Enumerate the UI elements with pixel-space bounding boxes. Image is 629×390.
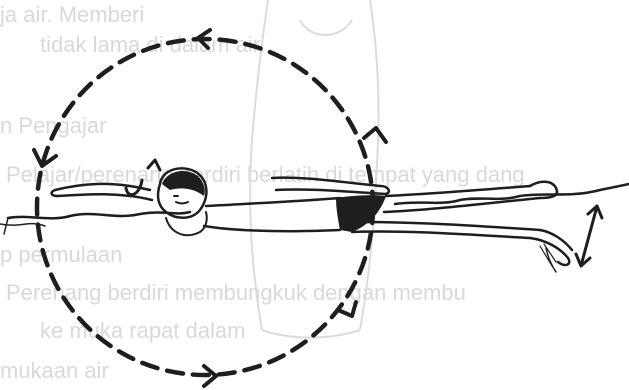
- ghost-line-4: Pelajar/perenang berdiri berlatih di tem…: [6, 162, 525, 187]
- kick-amplitude-arrow-icon: [576, 206, 602, 266]
- ghost-line-7: ke muka rapat dalam: [40, 318, 245, 343]
- ghost-line-5: p permulaan: [0, 242, 122, 267]
- circle-arrow-right-icon: [364, 128, 386, 142]
- ghost-line-6: Perenang berdiri membungkuk dengan membu: [6, 280, 466, 305]
- ghost-line-8: mukaan air: [0, 358, 109, 383]
- ghost-line-2: tidak lama di dalam air.: [40, 32, 265, 57]
- water-surface: [0, 184, 629, 234]
- ghost-line-1: ja air. Memberi: [0, 2, 144, 27]
